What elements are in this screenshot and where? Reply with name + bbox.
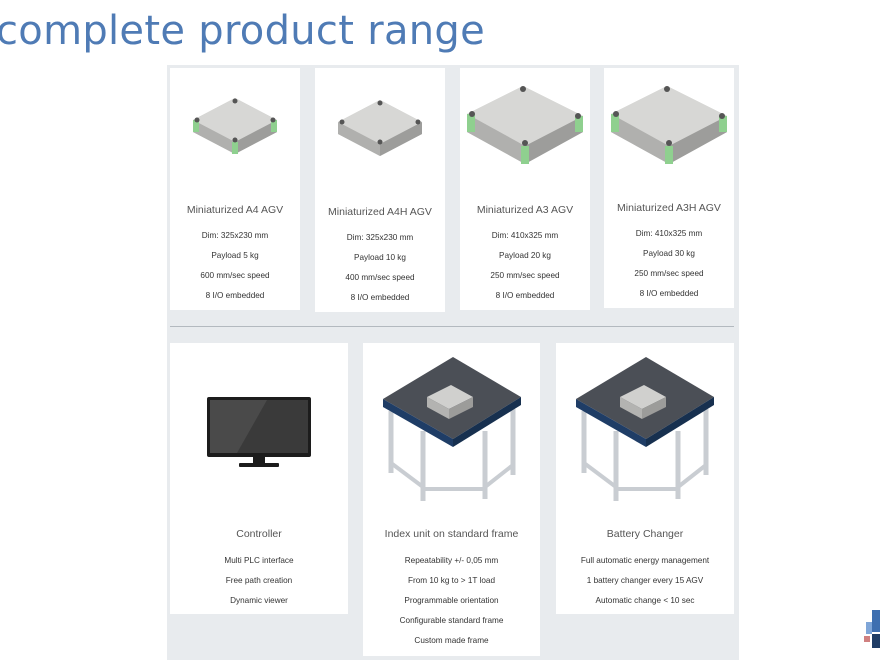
spec-line: 1 battery changer every 15 AGV bbox=[586, 576, 704, 585]
slide-title: complete product range bbox=[0, 8, 486, 54]
agv-large-icon bbox=[604, 80, 734, 180]
spec-line: 8 I/O embedded bbox=[639, 289, 699, 298]
spec-line: 8 I/O embedded bbox=[205, 291, 265, 300]
product-card-index-unit: Index unit on standard frame Repeatabili… bbox=[363, 343, 540, 656]
product-card-battery-changer: Battery Changer Full automatic energy ma… bbox=[556, 343, 734, 614]
spec-line: Payload 5 kg bbox=[211, 251, 259, 260]
product-card-a4h: Miniaturized A4H AGV Dim: 325x230 mm Pay… bbox=[315, 68, 445, 312]
spec-line: From 10 kg to > 1T load bbox=[408, 576, 495, 585]
agv-small-icon bbox=[315, 94, 445, 174]
spec-line: Dim: 325x230 mm bbox=[346, 233, 414, 242]
spec-list: Multi PLC interface Free path creation D… bbox=[170, 551, 348, 611]
product-name: Miniaturized A4H AGV bbox=[328, 206, 432, 218]
product-name: Miniaturized A3 AGV bbox=[476, 204, 574, 216]
battery-changer-frame-icon bbox=[556, 349, 734, 509]
spec-list: Dim: 410x325 mm Payload 20 kg 250 mm/sec… bbox=[460, 226, 590, 306]
spec-line: Dim: 325x230 mm bbox=[201, 231, 269, 240]
spec-line: 600 mm/sec speed bbox=[200, 271, 270, 280]
spec-line: Repeatability +/- 0,05 mm bbox=[404, 556, 499, 565]
agv-large-icon bbox=[460, 80, 590, 180]
spec-line: Dynamic viewer bbox=[230, 596, 288, 605]
spec-line: 8 I/O embedded bbox=[350, 293, 410, 302]
spec-list: Repeatability +/- 0,05 mm From 10 kg to … bbox=[363, 551, 540, 651]
spec-list: Dim: 410x325 mm Payload 30 kg 250 mm/sec… bbox=[604, 224, 734, 304]
product-name: Battery Changer bbox=[606, 528, 684, 540]
monitor-icon bbox=[170, 397, 348, 469]
spec-list: Dim: 325x230 mm Payload 5 kg 600 mm/sec … bbox=[170, 226, 300, 306]
spec-line: Automatic change < 10 sec bbox=[595, 596, 695, 605]
spec-line: Programmable orientation bbox=[404, 596, 499, 605]
product-card-a4: Miniaturized A4 AGV Dim: 325x230 mm Payl… bbox=[170, 68, 300, 310]
product-card-controller: Controller Multi PLC interface Free path… bbox=[170, 343, 348, 614]
spec-list: Full automatic energy management 1 batte… bbox=[556, 551, 734, 611]
product-name: Index unit on standard frame bbox=[384, 528, 519, 540]
product-name: Miniaturized A4 AGV bbox=[186, 204, 284, 216]
spec-line: Custom made frame bbox=[414, 636, 489, 645]
spec-line: Configurable standard frame bbox=[399, 616, 504, 625]
product-card-a3: Miniaturized A3 AGV Dim: 410x325 mm Payl… bbox=[460, 68, 590, 310]
spec-line: 8 I/O embedded bbox=[495, 291, 555, 300]
index-frame-icon bbox=[363, 349, 540, 509]
product-name: Controller bbox=[236, 528, 282, 540]
company-logo-icon bbox=[864, 608, 880, 650]
spec-line: 250 mm/sec speed bbox=[634, 269, 704, 278]
spec-line: Dim: 410x325 mm bbox=[491, 231, 559, 240]
spec-line: Full automatic energy management bbox=[580, 556, 710, 565]
spec-list: Dim: 325x230 mm Payload 10 kg 400 mm/sec… bbox=[315, 228, 445, 308]
spec-line: 400 mm/sec speed bbox=[345, 273, 415, 282]
spec-line: Dim: 410x325 mm bbox=[635, 229, 703, 238]
product-name: Miniaturized A3H AGV bbox=[617, 202, 721, 214]
product-card-a3h: Miniaturized A3H AGV Dim: 410x325 mm Pay… bbox=[604, 68, 734, 308]
spec-line: Payload 30 kg bbox=[643, 249, 695, 258]
spec-line: Payload 20 kg bbox=[499, 251, 551, 260]
agv-small-icon bbox=[170, 92, 300, 172]
spec-line: Free path creation bbox=[225, 576, 293, 585]
spec-line: Multi PLC interface bbox=[224, 556, 294, 565]
spec-line: 250 mm/sec speed bbox=[490, 271, 560, 280]
section-divider bbox=[170, 326, 734, 327]
spec-line: Payload 10 kg bbox=[354, 253, 406, 262]
